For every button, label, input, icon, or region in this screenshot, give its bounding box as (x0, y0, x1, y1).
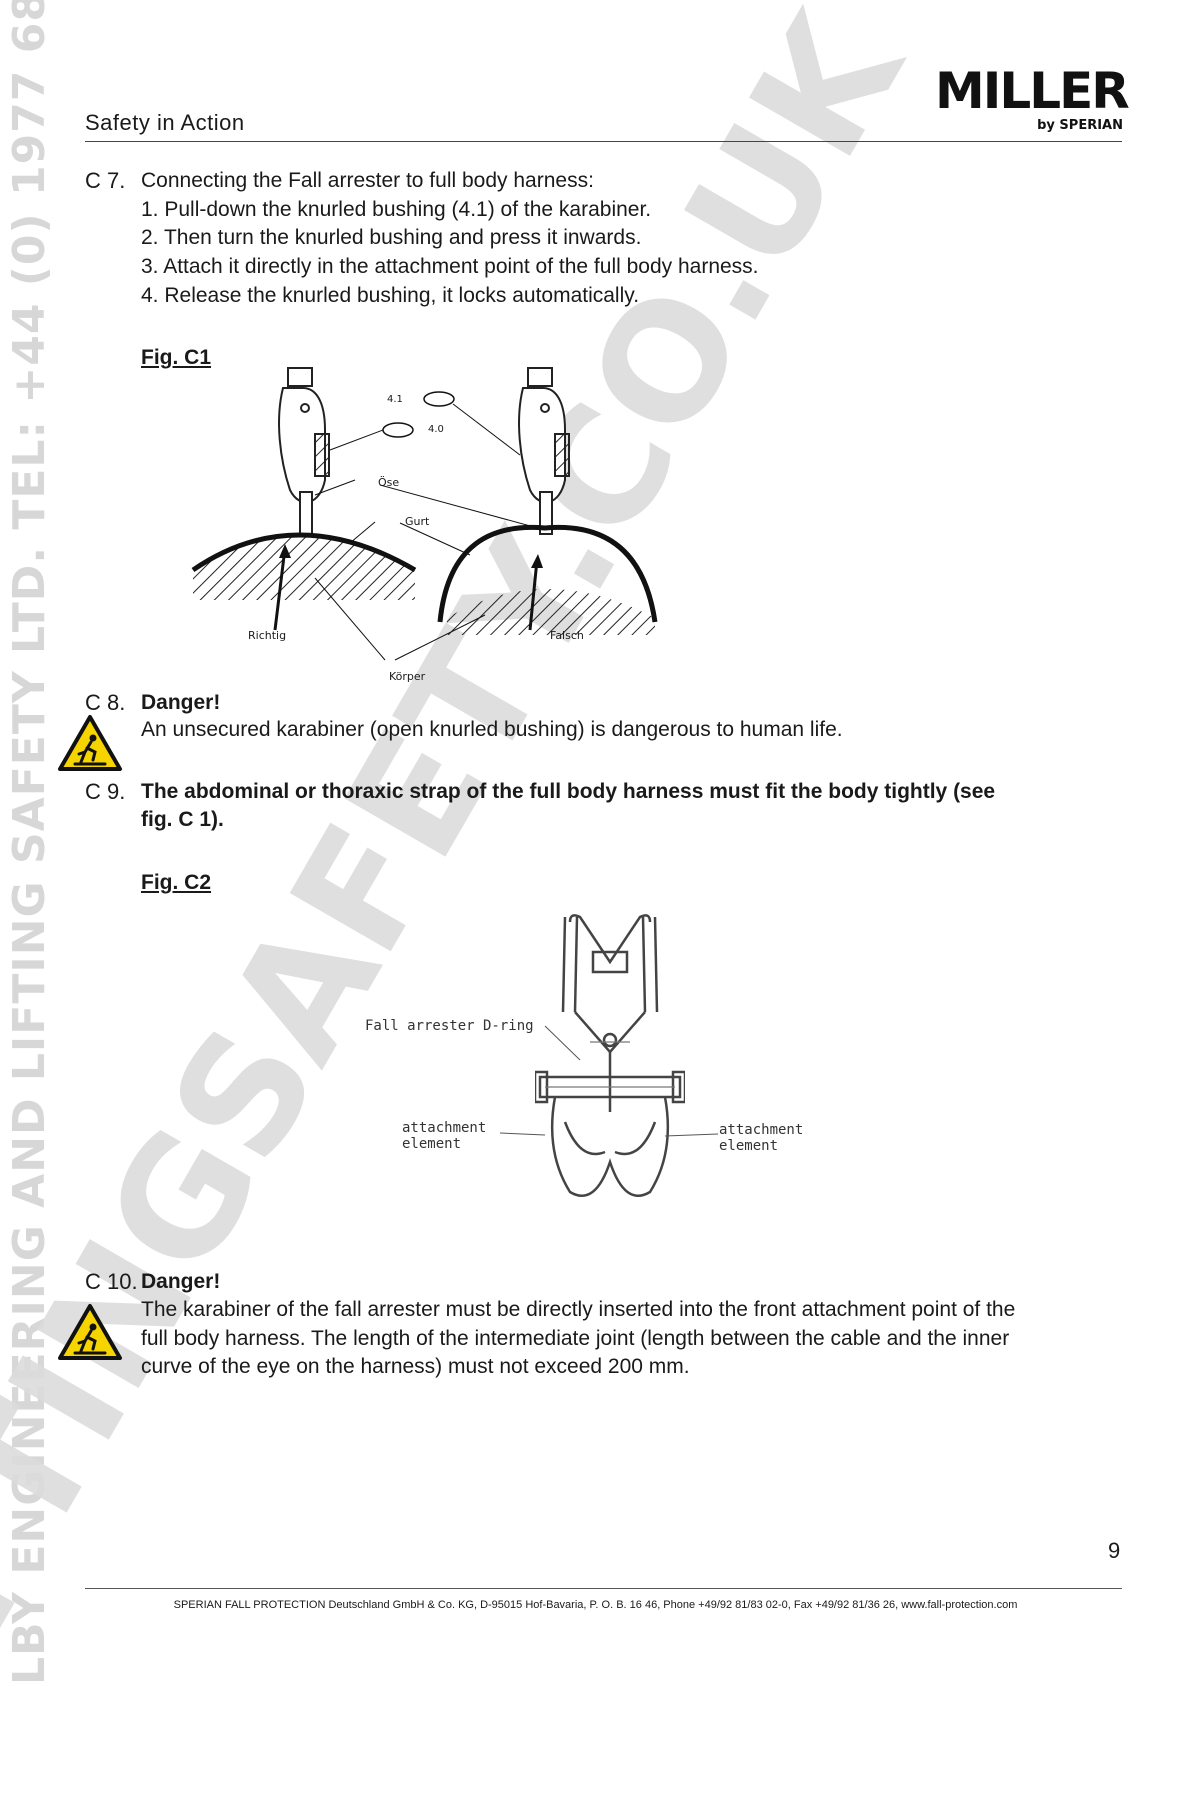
c9-text-line2: fig. C 1). (141, 808, 224, 831)
c7-step-4: 4. Release the knurled bushing, it locks… (141, 284, 640, 307)
page-number: 9 (1108, 1538, 1121, 1563)
fig-c2-label: Fig. C2 (141, 871, 212, 894)
callout-ose: Öse (378, 476, 400, 489)
c8-title: Danger! (141, 691, 221, 714)
c10-title: Danger! (141, 1270, 221, 1293)
c7-heading: Connecting the Fall arrester to full bod… (141, 169, 594, 192)
header-title: Safety in Action (85, 110, 245, 135)
c7-step-1: 1. Pull-down the knurled bushing (4.1) o… (141, 198, 652, 221)
c7-step-3: 3. Attach it directly in the attachment … (141, 255, 759, 278)
fig-c2-leader-lines (499, 1025, 719, 1137)
c10-number: C 10. (85, 1269, 138, 1294)
c10-line-2: full body harness. The length of the int… (141, 1327, 1010, 1350)
c10-line-1: The karabiner of the fall arrester must … (141, 1298, 1016, 1321)
karabiner-correct (278, 367, 330, 535)
warning-slip-icon (58, 715, 122, 771)
callout-richtig: Richtig (248, 629, 287, 642)
body-wrong (447, 589, 655, 635)
c9-text-line1: The abdominal or thoraxic strap of the f… (141, 780, 996, 803)
strap-correct (191, 532, 417, 573)
callout-left-attachment-line2: element (402, 1136, 462, 1152)
callout-left-attachment-line1: attachment (402, 1120, 487, 1136)
c9-number: C 9. (85, 779, 126, 804)
callout-4-0: 4.0 (428, 424, 444, 435)
callout-falsch: Falsch (550, 629, 584, 642)
callout-d-ring: Fall arrester D-ring (365, 1018, 534, 1034)
callout-4-1: 4.1 (387, 394, 403, 405)
brand-logo: MILLER by SPERIAN (935, 62, 1130, 138)
callout-right-attachment-line1: attachment (719, 1122, 804, 1138)
callout-right-attachment: attachment element (719, 1122, 803, 1154)
fig-c1-karabiner-diagram (191, 367, 658, 661)
warning-slip-icon (58, 1304, 122, 1360)
callout-left-attachment: attachment element (402, 1120, 486, 1152)
footer-address: SPERIAN FALL PROTECTION Deutschland GmbH… (173, 1599, 1018, 1611)
header-rule (85, 141, 1122, 142)
callout-gurt: Gurt (405, 515, 430, 528)
footer-rule (85, 1588, 1122, 1589)
callout-right-attachment-line2: element (719, 1138, 779, 1154)
c8-text: An unsecured karabiner (open knurled bus… (141, 718, 843, 741)
c8-number: C 8. (85, 690, 126, 715)
fig-c2-harness-diagram (535, 914, 685, 1197)
c10-line-3: curve of the eye on the harness) must no… (141, 1355, 690, 1378)
logo-main-text: MILLER (935, 62, 1130, 120)
fig-c1-label: Fig. C1 (141, 346, 212, 369)
callout-korper: Körper (389, 670, 426, 683)
karabiner-wrong (518, 367, 570, 535)
c7-step-2: 2. Then turn the knurled bushing and pre… (141, 226, 642, 249)
c7-number: C 7. (85, 168, 126, 193)
logo-sub-text: by SPERIAN (1037, 118, 1123, 133)
strap-wrong (437, 524, 658, 623)
body-correct (193, 535, 415, 600)
